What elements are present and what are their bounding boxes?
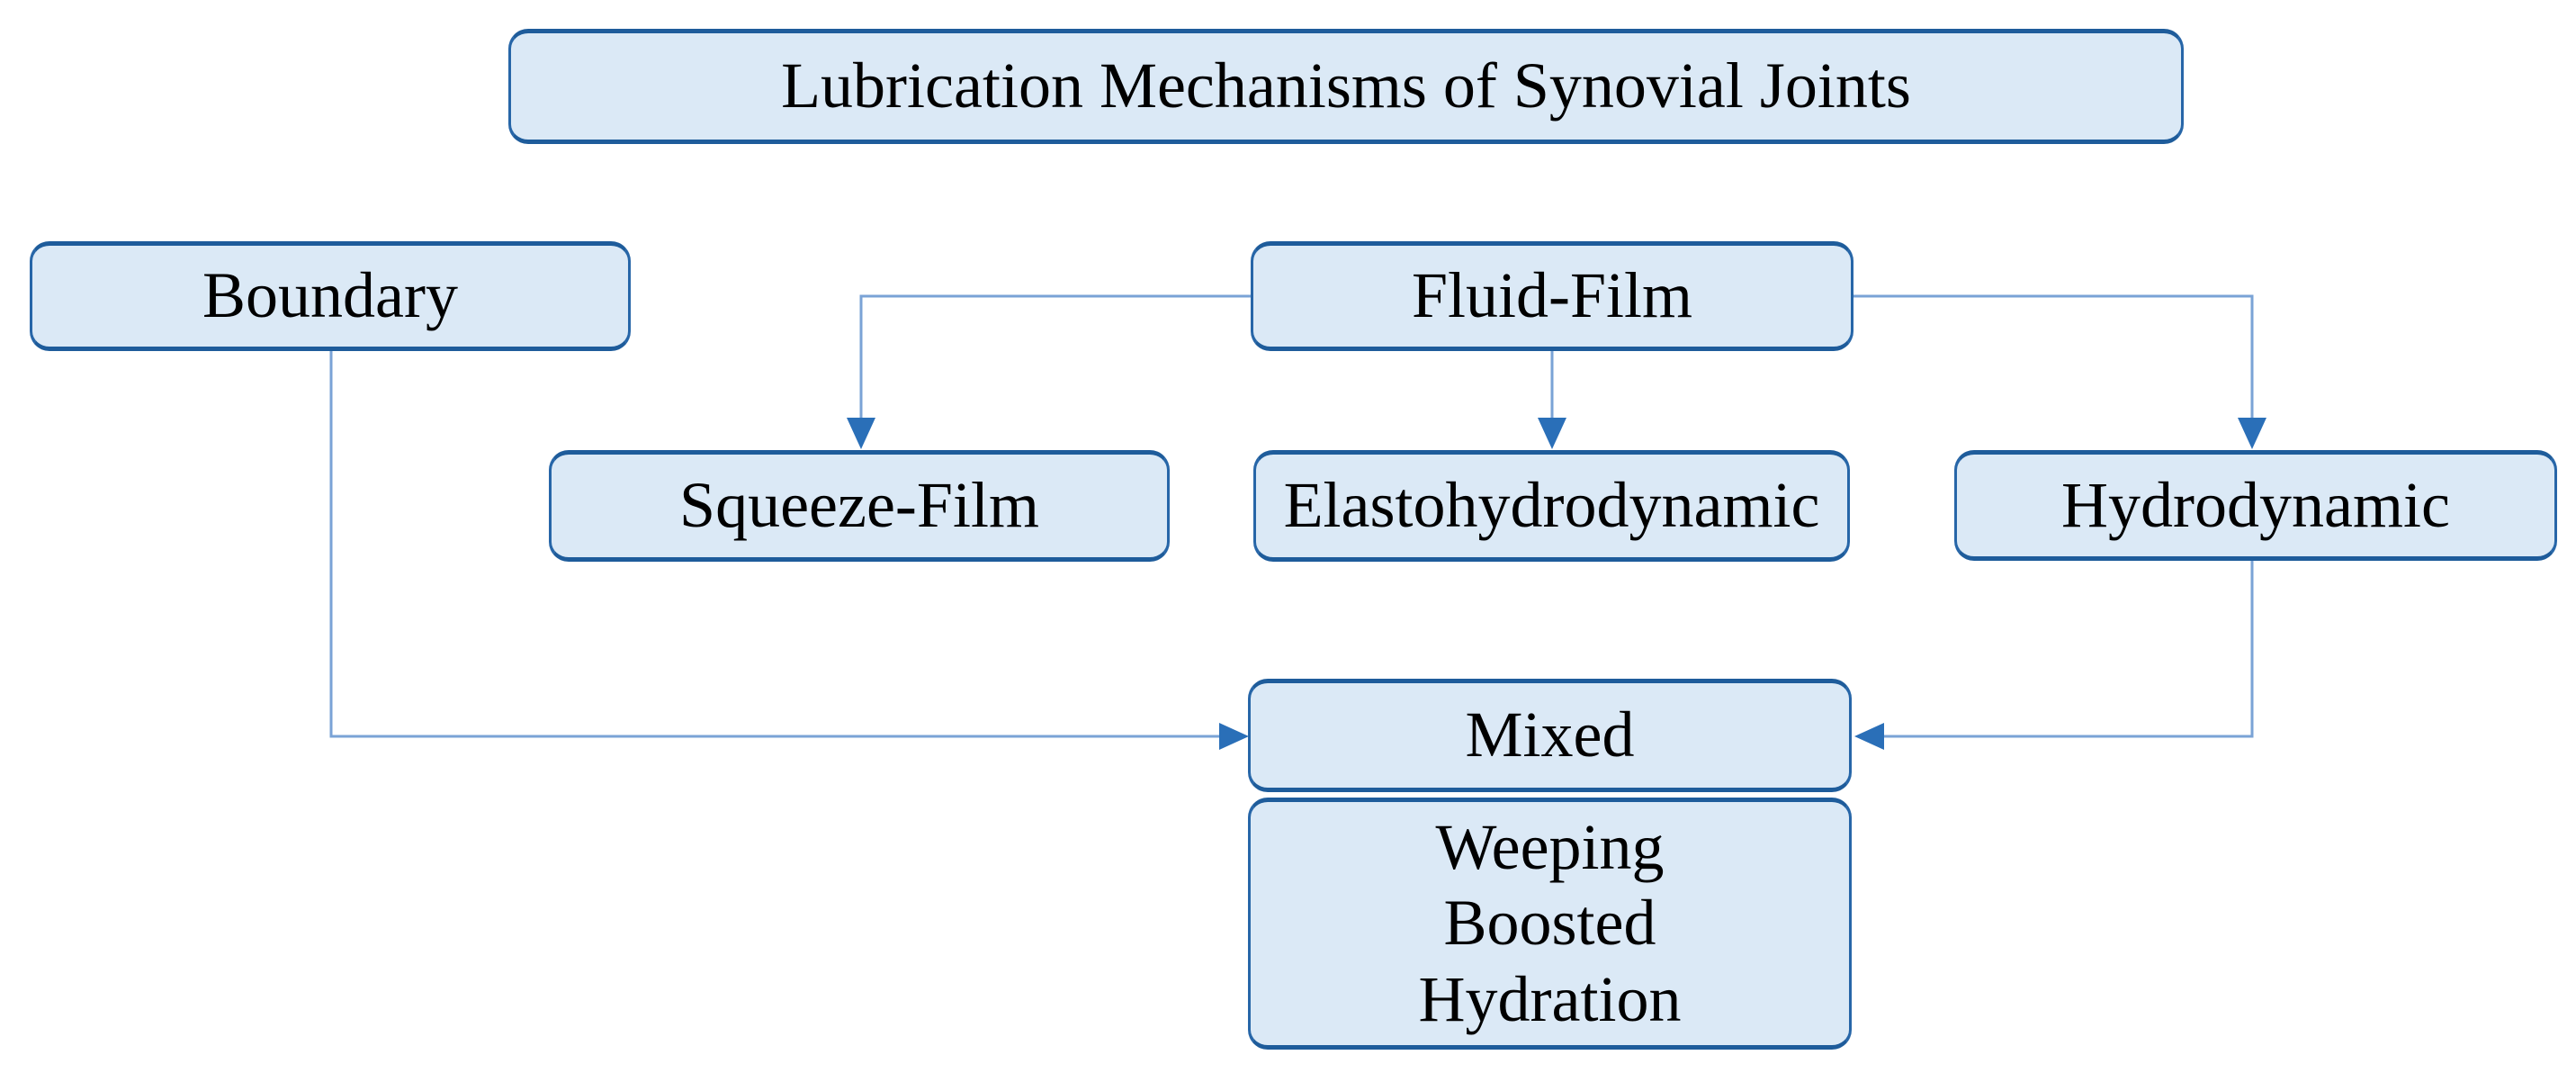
node-boundary-label: Boundary	[202, 259, 458, 332]
arrowhead-fluidfilm-to-hydrodynamic-icon	[2238, 418, 2266, 449]
arrowhead-boundary-to-mixed-icon	[1219, 723, 1249, 750]
node-mixed-label: Mixed	[1465, 699, 1635, 771]
node-fluid-film-label: Fluid-Film	[1411, 259, 1693, 332]
arrowhead-fluidfilm-to-squeezefilm-icon	[847, 418, 875, 449]
connector-hydrodynamic-to-mixed	[1882, 561, 2254, 738]
node-combined-mechanisms: Weeping Boosted Hydration	[1248, 798, 1852, 1050]
arrowhead-fluidfilm-to-elastohydrodynamic-icon	[1538, 418, 1566, 449]
node-combined-line-weeping: Weeping	[1435, 810, 1665, 883]
node-hydrodynamic: Hydrodynamic	[1954, 450, 2557, 561]
node-combined-line-boosted: Boosted	[1443, 887, 1656, 960]
node-title: Lubrication Mechanisms of Synovial Joint…	[508, 29, 2184, 144]
connector-fluidfilm-to-hydrodynamic	[1853, 294, 2254, 419]
node-combined-line-hydration: Hydration	[1418, 963, 1682, 1036]
node-hydrodynamic-label: Hydrodynamic	[2061, 468, 2450, 541]
node-squeeze-film-label: Squeeze-Film	[679, 469, 1039, 542]
node-mixed: Mixed	[1248, 679, 1852, 792]
arrowhead-hydrodynamic-to-mixed-icon	[1854, 723, 1884, 750]
node-elastohydrodynamic-label: Elastohydrodynamic	[1283, 469, 1820, 542]
connector-fluidfilm-to-squeezefilm	[859, 294, 1251, 419]
node-elastohydrodynamic: Elastohydrodynamic	[1253, 450, 1850, 562]
connector-boundary-to-mixed	[329, 351, 1221, 738]
node-boundary: Boundary	[30, 241, 631, 351]
node-fluid-film: Fluid-Film	[1251, 241, 1853, 351]
node-title-label: Lubrication Mechanisms of Synovial Joint…	[781, 50, 1911, 122]
node-squeeze-film: Squeeze-Film	[549, 450, 1170, 562]
